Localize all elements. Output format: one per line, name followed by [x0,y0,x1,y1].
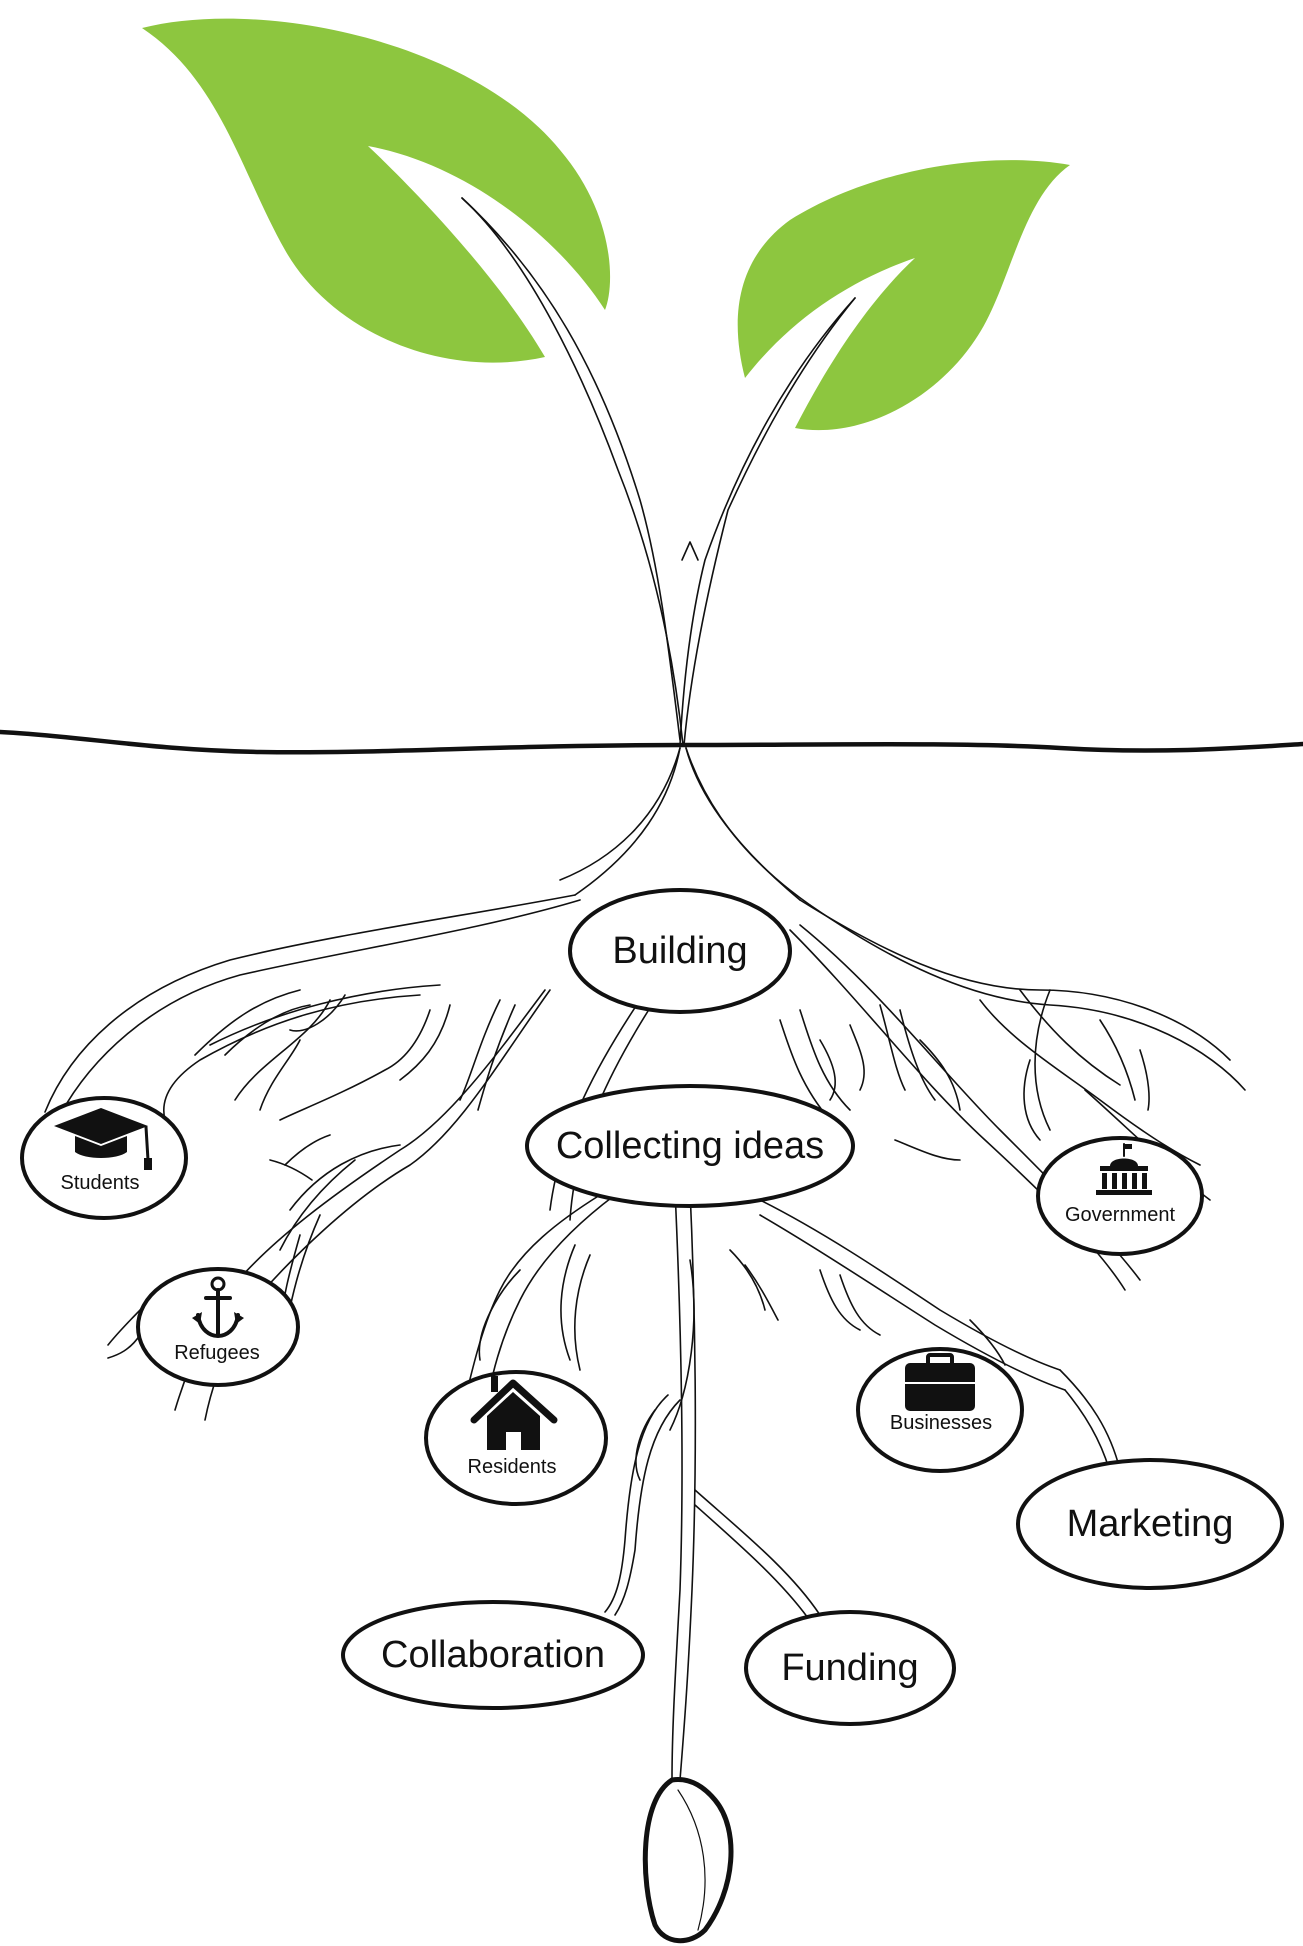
node-marketing[interactable]: Marketing [1016,1458,1284,1590]
building-label: Building [612,930,747,972]
collaboration-label: Collaboration [381,1634,605,1676]
stem-notch [681,541,699,561]
ground-line [0,729,1303,755]
residents-ellipse[interactable] [424,1370,608,1506]
stakeholder-residents[interactable]: Residents [424,1370,608,1506]
node-building[interactable]: Building [568,888,792,1014]
seed [642,1777,734,1944]
marketing-ellipse[interactable] [1016,1458,1284,1590]
stakeholder-businesses[interactable]: Businesses [856,1347,1024,1473]
marketing-label: Marketing [1067,1503,1234,1545]
building-ellipse[interactable] [568,888,792,1014]
stem-left-outer [461,197,681,741]
anchor-icon [192,1276,244,1338]
collecting-ideas-ellipse[interactable] [525,1084,855,1208]
house-icon [470,1376,558,1450]
stakeholder-refugees[interactable]: Refugees [136,1267,300,1387]
government-building-icon [1096,1143,1152,1195]
node-funding[interactable]: Funding [744,1610,956,1726]
node-collaboration[interactable]: Collaboration [341,1600,645,1710]
collecting-ideas-label: Collecting ideas [556,1125,824,1167]
sprout-stem [461,197,856,746]
students-label: Students [61,1172,140,1194]
graduation-cap-icon [54,1108,152,1170]
briefcase-icon [905,1353,975,1411]
left-leaf [142,18,611,363]
stem-right-inner [683,297,856,746]
seed-crease [677,1789,706,1931]
businesses-label: Businesses [890,1412,992,1434]
funding-ellipse[interactable] [744,1610,956,1726]
stem-right-outer [679,297,856,746]
right-leaf [737,160,1070,431]
refugees-label: Refugees [174,1342,260,1364]
government-label: Government [1065,1204,1175,1226]
funding-label: Funding [781,1647,918,1689]
sprout-leaves [142,18,1070,431]
seed-shell [642,1777,734,1944]
residents-label: Residents [468,1456,557,1478]
stakeholder-students[interactable]: Students [20,1096,188,1220]
node-collecting-ideas[interactable]: Collecting ideas [525,1084,855,1208]
collaboration-ellipse[interactable] [341,1600,645,1710]
stakeholder-government[interactable]: Government [1036,1136,1204,1256]
government-ellipse[interactable] [1036,1136,1204,1256]
stem-left-inner [461,197,684,746]
